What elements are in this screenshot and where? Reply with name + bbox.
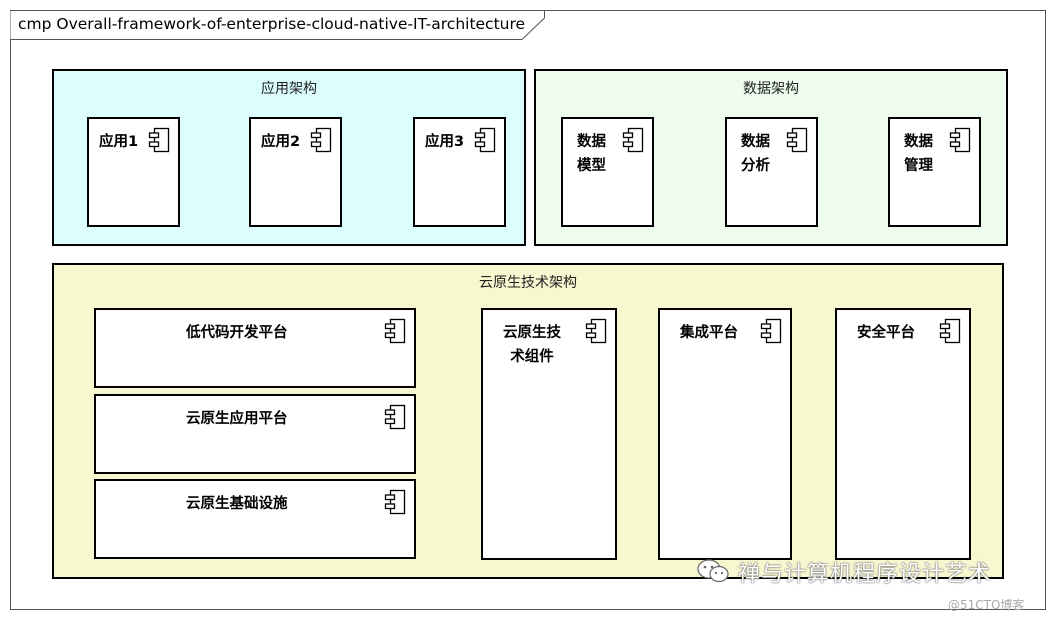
package-app-architecture[interactable]: 应用架构 应用1 应用2 应用3 xyxy=(52,69,526,246)
diagram-title: cmp Overall-framework-of-enterprise-clou… xyxy=(18,15,526,33)
component-label: 低代码开发平台 xyxy=(186,325,288,341)
component-data-model[interactable]: 数据 模型 xyxy=(561,117,654,227)
diagram-title-tab: cmp Overall-framework-of-enterprise-clou… xyxy=(10,10,545,40)
component-label: 集成平台 xyxy=(680,325,738,341)
component-icon xyxy=(384,318,406,344)
package-cloud-native-architecture[interactable]: 云原生技术架构 低代码开发平台 云原生应用平台 云原生基础设施 云原生技 术组件… xyxy=(52,263,1004,579)
component-icon xyxy=(585,318,607,344)
component-label: 云原生应用平台 xyxy=(186,411,288,427)
component-data-analysis[interactable]: 数据 分析 xyxy=(725,117,818,227)
package-data-architecture[interactable]: 数据架构 数据 模型 数据 分析 数据 管理 xyxy=(534,69,1008,246)
watermark-text: 禅与计算机程序设计艺术 xyxy=(738,562,992,587)
component-icon xyxy=(384,489,406,515)
component-cloud-native-tech-components[interactable]: 云原生技 术组件 xyxy=(481,308,617,560)
wechat-icon xyxy=(697,559,729,583)
component-label: 云原生基础设施 xyxy=(186,496,288,512)
component-icon xyxy=(622,127,644,153)
package-title: 云原生技术架构 xyxy=(479,275,577,291)
package-title: 应用架构 xyxy=(261,81,317,97)
component-icon xyxy=(474,127,496,153)
watermark-blog: @51CTO博客 xyxy=(948,598,1025,612)
component-label: 云原生技 术组件 xyxy=(503,325,561,365)
component-icon xyxy=(148,127,170,153)
title-tab-outline xyxy=(10,10,545,40)
component-app-3[interactable]: 应用3 xyxy=(413,117,506,227)
component-cloud-native-app-platform[interactable]: 云原生应用平台 xyxy=(94,394,416,474)
component-icon xyxy=(384,404,406,430)
component-label: 数据 管理 xyxy=(904,134,933,174)
package-title: 数据架构 xyxy=(743,81,799,97)
component-label: 应用3 xyxy=(425,134,465,150)
component-low-code-platform[interactable]: 低代码开发平台 xyxy=(94,308,416,388)
component-security-platform[interactable]: 安全平台 xyxy=(835,308,971,560)
component-icon xyxy=(939,318,961,344)
component-app-1[interactable]: 应用1 xyxy=(87,117,180,227)
component-app-2[interactable]: 应用2 xyxy=(249,117,342,227)
component-icon xyxy=(760,318,782,344)
component-label: 应用1 xyxy=(99,134,139,150)
component-icon xyxy=(310,127,332,153)
component-label: 安全平台 xyxy=(857,325,915,341)
component-data-management[interactable]: 数据 管理 xyxy=(888,117,981,227)
component-icon xyxy=(949,127,971,153)
component-label: 数据 分析 xyxy=(741,134,770,174)
component-integration-platform[interactable]: 集成平台 xyxy=(658,308,792,560)
component-cloud-native-infrastructure[interactable]: 云原生基础设施 xyxy=(94,479,416,559)
component-label: 应用2 xyxy=(261,134,301,150)
component-icon xyxy=(786,127,808,153)
component-label: 数据 模型 xyxy=(577,134,606,174)
